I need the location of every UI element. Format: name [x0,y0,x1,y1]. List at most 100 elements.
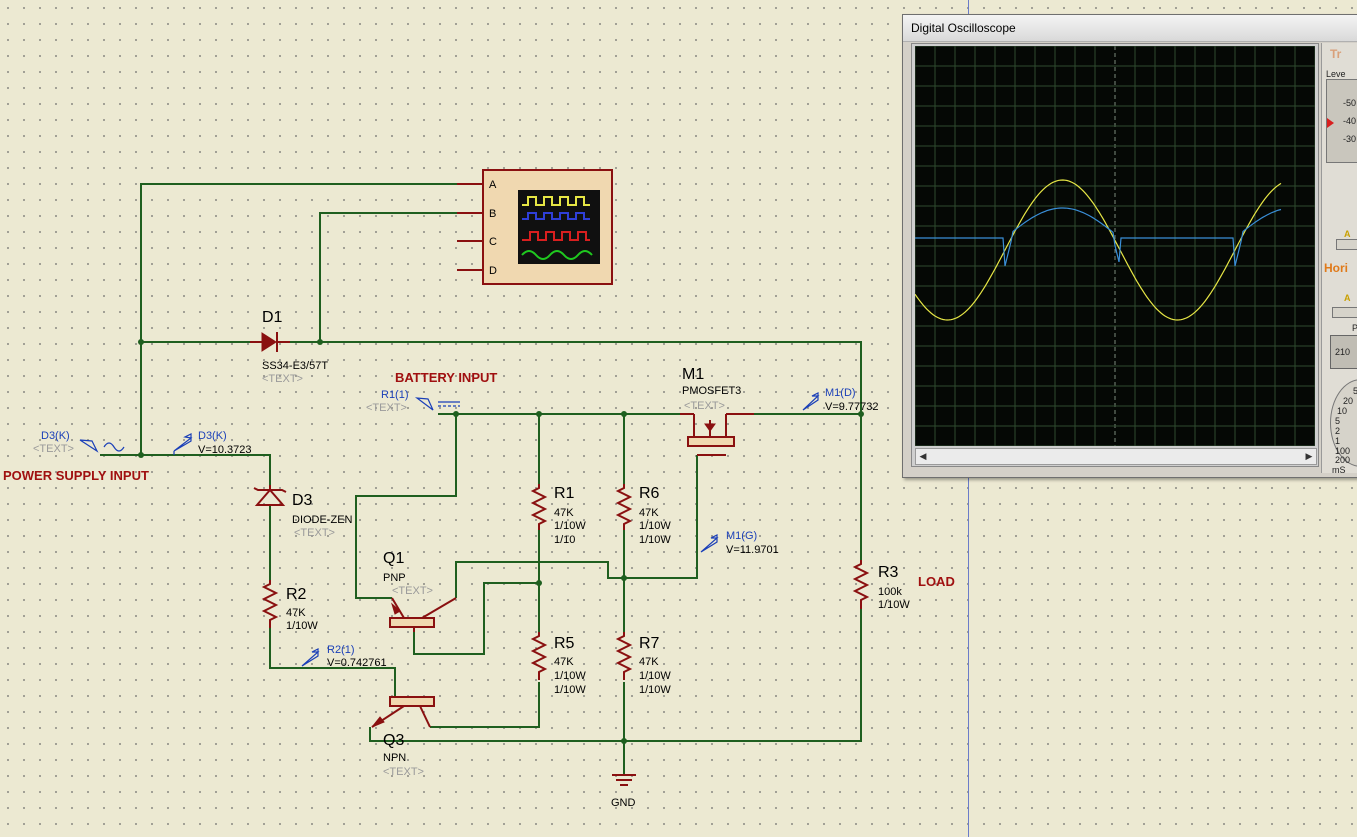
level-tick-2: -40 [1343,116,1357,126]
probe-m1g[interactable]: M1(G) V=11.9701 [700,530,779,556]
probe-r2-name: R2(1) [327,644,355,656]
wire-battery-q1[interactable] [355,414,457,599]
probe-d3k-name: D3(K) [198,430,227,442]
q3-ref: Q3 [383,732,404,749]
resistor-r1[interactable]: R1 47K 1/10W 1/10 [530,484,586,546]
resistor-r7[interactable]: R7 47K 1/10W 1/10W [615,632,671,696]
level-label: Leve [1326,69,1346,79]
gen-r1-text: <TEXT> [366,402,407,414]
mosfet-m1[interactable]: M1 PMOSFET3 <TEXT> [680,366,754,456]
resistor-r3[interactable]: R3 100k 1/10W [852,560,910,611]
r6-value: 47K [639,507,659,519]
wires [100,183,862,775]
wire-power-input[interactable] [100,454,271,485]
r2-ref: R2 [286,586,307,603]
load-label: LOAD [918,574,955,589]
r1-ref: R1 [554,485,575,502]
r3-value: 100k [878,586,902,598]
position-display[interactable]: 210 [1330,335,1357,369]
d3-ref: D3 [292,492,313,509]
r2-power: 1/10W [286,620,318,632]
r1-power: 1/10W [554,520,586,532]
oscilloscope-title[interactable]: Digital Oscilloscope [903,15,1357,42]
trigger-slider[interactable] [1336,239,1357,250]
resistor-r5[interactable]: R5 47K 1/10W 1/10W [530,632,586,696]
scope-pin-a: A [489,179,497,191]
d1-value: SS34-E3/57T [262,360,328,372]
wire-ground-rail[interactable] [369,607,862,742]
zener-d3[interactable]: D3 DIODE-ZEN <TEXT> [253,485,353,539]
wire-q1-collector[interactable] [413,582,539,655]
r5-power: 1/10W [554,670,586,682]
r5-ref: R5 [554,635,575,652]
oscilloscope-screen[interactable] [915,46,1315,446]
probe-m1g-value: V=11.9701 [726,544,779,556]
r7-value: 47K [639,656,659,668]
trigger-heading: Tr [1330,47,1342,61]
r6-extra: 1/10W [639,534,671,546]
diode-d1[interactable]: D1 SS34-E3/57T <TEXT> [250,309,328,385]
resistor-r2[interactable]: R2 47K 1/10W [261,580,318,632]
r7-power: 1/10W [639,670,671,682]
d3-text: <TEXT> [294,527,335,539]
oscilloscope-symbol[interactable]: A B C D [457,169,613,285]
wire-scope-b[interactable] [319,212,457,342]
r7-extra: 1/10W [639,684,671,696]
q1-type: PNP [383,572,406,584]
probe-m1d[interactable]: M1(D) V=9.77732 [802,387,879,413]
ms-label: mS [1332,465,1346,473]
oscilloscope-scrollbar[interactable]: ◀ ▶ [915,448,1317,465]
scroll-left-icon[interactable]: ◀ [919,451,927,461]
scope-pin-d: D [489,265,497,277]
wire-q1-gate[interactable] [455,455,698,598]
r6-power: 1/10W [639,520,671,532]
wire-r5-q3[interactable] [430,682,540,728]
level-knob-frame[interactable]: -50 -40 -30 [1326,79,1357,163]
probe-m1d-name: M1(D) [825,387,856,399]
source-a-label: A [1344,229,1351,239]
dial-tick-2: 2 [1335,426,1341,436]
power-generator[interactable]: D3(K) <TEXT> [33,430,125,455]
scope-pin-c: C [489,236,497,248]
level-pointer-icon [1327,118,1334,128]
probe-r2[interactable]: R2(1) V=0.742761 [301,644,387,669]
probe-d3k-value: V=10.3723 [198,444,252,456]
wire-scope-a[interactable] [140,183,457,455]
wire-d1-right[interactable] [290,341,862,560]
ground-symbol[interactable]: GND [611,774,636,809]
battery-input-label: BATTERY INPUT [395,370,497,385]
q3-text: <TEXT> [383,766,424,778]
trace-channel-a [915,179,1282,321]
dial-tick-50: 50 [1353,386,1357,396]
oscilloscope-window[interactable]: Digital Oscilloscope ◀ ▶ Tr Leve -50 -40… [902,14,1357,478]
r3-power: 1/10W [878,599,910,611]
horizontal-slider[interactable] [1332,307,1357,318]
transistor-q3[interactable]: Q3 NPN <TEXT> [371,696,435,778]
gen-r1-name: R1(1) [381,389,409,401]
wire-r2-q3[interactable] [269,628,396,697]
d1-text: <TEXT> [262,373,303,385]
position-value: 210 [1335,347,1351,357]
transistor-q1[interactable]: Q1 PNP <TEXT> [383,550,457,632]
battery-generator[interactable]: R1(1) <TEXT> [366,389,460,414]
dial-tick-1: 1 [1335,436,1341,446]
probe-d3k[interactable]: D3(K) V=10.3723 [173,430,252,456]
oscilloscope-screen-frame: ◀ ▶ [911,43,1319,467]
scroll-right-icon[interactable]: ▶ [1305,451,1313,461]
r5-extra: 1/10W [554,684,586,696]
dial-tick-100: 100 [1335,446,1351,456]
timebase-dial[interactable]: 50 20 10 5 2 1 100 200 [1330,379,1357,467]
dial-tick-20: 20 [1343,396,1354,406]
gnd-label: GND [611,797,636,809]
level-tick-3: -30 [1343,134,1357,144]
r7-ref: R7 [639,635,660,652]
m1-ref: M1 [682,366,704,383]
r5-value: 47K [554,656,574,668]
oscilloscope-control-panel: Tr Leve -50 -40 -30 A Hori A Po 210 50 2… [1321,43,1357,473]
probe-m1g-name: M1(G) [726,530,757,542]
q3-type: NPN [383,752,406,764]
r3-ref: R3 [878,564,899,581]
resistor-r6[interactable]: R6 47K 1/10W 1/10W [615,484,671,546]
gen-d3k-name: D3(K) [41,430,70,442]
